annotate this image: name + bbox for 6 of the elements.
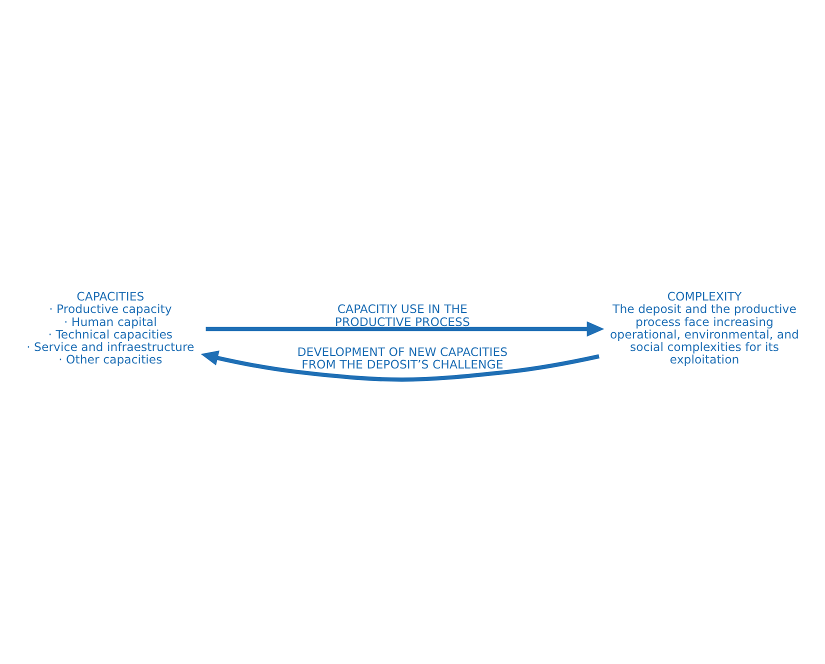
- arrow: [200, 350, 600, 382]
- node-text: CAPACITIES · Productive capacity · Human capital · Technical capacities · Service and infraestructure · Other capacities: [26, 289, 194, 366]
- arrow: [206, 320, 604, 336]
- node-text: COMPLEXITY The deposit and the productive process face increasing operational, environmental, and social complexities for its exploitation: [610, 289, 799, 366]
- edge-label: DEVELOPMENT OF NEW CAPACITIES FROM THE DEPOSIT’S CHALLENGE: [297, 344, 508, 372]
- edge-label: CAPACITIY USE IN THE PRODUCTIVE PROCESS: [334, 302, 470, 328]
